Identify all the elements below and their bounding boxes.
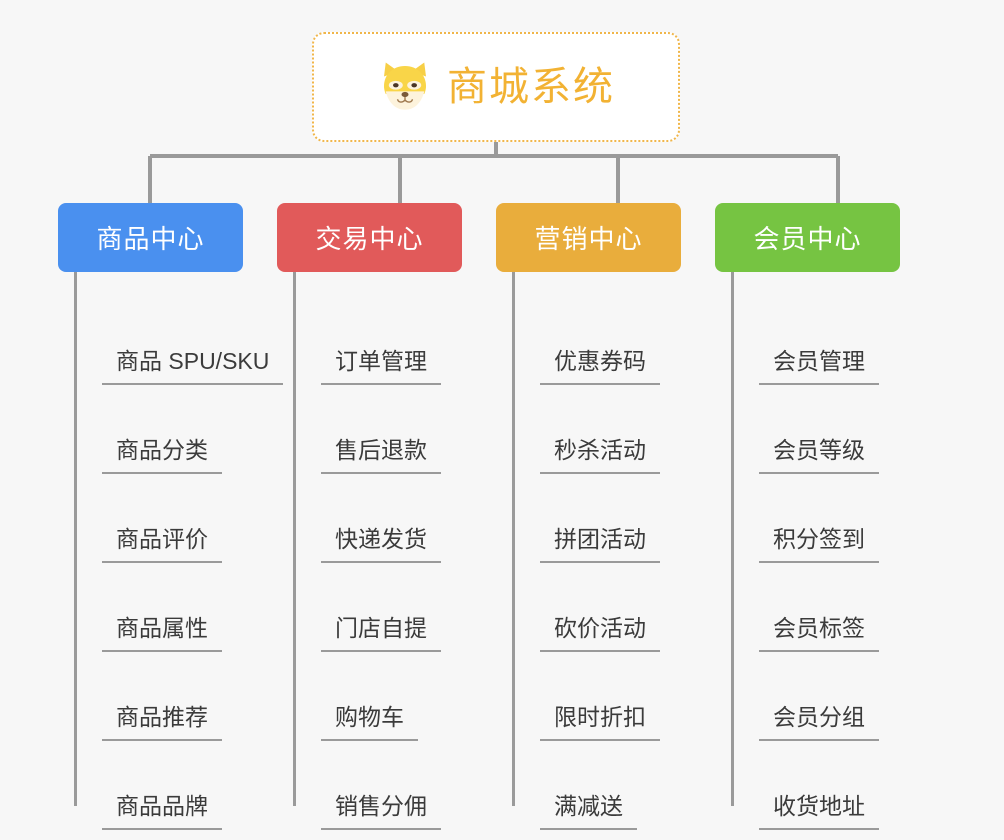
category-columns: 商品中心 商品 SPU/SKU 商品分类 商品评价 商品属性 商品推荐	[0, 203, 1004, 830]
column-spine	[74, 272, 77, 806]
category-items-1: 订单管理 售后退款 快递发货 门店自提 购物车 销售分佣	[277, 272, 496, 830]
list-item[interactable]: 购物车	[293, 652, 496, 741]
list-item[interactable]: 售后退款	[293, 385, 496, 474]
category-column-3: 会员中心 会员管理 会员等级 积分签到 会员标签 会员分组	[715, 203, 934, 830]
category-column-2: 营销中心 优惠券码 秒杀活动 拼团活动 砍价活动 限时折扣	[496, 203, 715, 830]
category-header-2[interactable]: 营销中心	[496, 203, 681, 272]
list-item-label: 销售分佣	[321, 793, 441, 830]
list-item-label: 会员管理	[759, 348, 879, 385]
list-item-label: 积分签到	[759, 526, 879, 563]
list-item-label: 砍价活动	[540, 615, 660, 652]
category-column-0: 商品中心 商品 SPU/SKU 商品分类 商品评价 商品属性 商品推荐	[58, 203, 284, 830]
list-item[interactable]: 砍价活动	[512, 563, 715, 652]
category-header-3[interactable]: 会员中心	[715, 203, 900, 272]
category-items-3: 会员管理 会员等级 积分签到 会员标签 会员分组 收货地址	[715, 272, 934, 830]
list-item-label: 商品评价	[102, 526, 222, 563]
root-node[interactable]: 商城系统	[312, 32, 680, 142]
list-item[interactable]: 商品 SPU/SKU	[74, 296, 284, 385]
list-item[interactable]: 会员等级	[731, 385, 934, 474]
list-item[interactable]: 商品分类	[74, 385, 277, 474]
list-item-label: 售后退款	[321, 437, 441, 474]
list-item[interactable]: 商品品牌	[74, 741, 277, 830]
list-item[interactable]: 会员分组	[731, 652, 934, 741]
list-item[interactable]: 优惠券码	[512, 296, 715, 385]
category-items-2: 优惠券码 秒杀活动 拼团活动 砍价活动 限时折扣 满减送	[496, 272, 715, 830]
list-item-label: 门店自提	[321, 615, 441, 652]
category-header-label: 商品中心	[96, 224, 205, 254]
list-item-label: 商品推荐	[102, 704, 222, 741]
list-item-label: 订单管理	[321, 348, 441, 385]
list-item[interactable]: 会员标签	[731, 563, 934, 652]
category-header-label: 营销中心	[534, 224, 643, 254]
list-item-label: 收货地址	[759, 793, 879, 830]
list-item-label: 商品品牌	[102, 793, 222, 830]
category-items-0: 商品 SPU/SKU 商品分类 商品评价 商品属性 商品推荐 商品品牌	[58, 272, 284, 830]
column-spine	[293, 272, 296, 806]
list-item[interactable]: 拼团活动	[512, 474, 715, 563]
list-item-label: 购物车	[321, 704, 418, 741]
list-item-label: 会员标签	[759, 615, 879, 652]
list-item[interactable]: 商品属性	[74, 563, 277, 652]
list-item[interactable]: 销售分佣	[293, 741, 496, 830]
shiba-dog-icon	[384, 62, 426, 110]
list-item-label: 快递发货	[321, 526, 441, 563]
list-item[interactable]: 收货地址	[731, 741, 934, 830]
list-item[interactable]: 订单管理	[293, 296, 496, 385]
category-column-1: 交易中心 订单管理 售后退款 快递发货 门店自提 购物车	[277, 203, 496, 830]
list-item-label: 商品属性	[102, 615, 222, 652]
column-spine	[731, 272, 734, 806]
list-item-label: 秒杀活动	[540, 437, 660, 474]
list-item[interactable]: 商品评价	[74, 474, 277, 563]
root-title: 商城系统	[447, 65, 615, 109]
category-header-1[interactable]: 交易中心	[277, 203, 462, 272]
list-item-label: 满减送	[540, 793, 637, 830]
list-item-label: 优惠券码	[540, 348, 660, 385]
list-item-label: 商品 SPU/SKU	[102, 348, 284, 385]
list-item-label: 会员分组	[759, 704, 879, 741]
list-item-label: 会员等级	[759, 437, 879, 474]
column-spine	[512, 272, 515, 806]
list-item-label: 拼团活动	[540, 526, 660, 563]
list-item-label: 商品分类	[102, 437, 222, 474]
list-item[interactable]: 会员管理	[731, 296, 934, 385]
list-item[interactable]: 商品推荐	[74, 652, 277, 741]
list-item[interactable]: 门店自提	[293, 563, 496, 652]
list-item[interactable]: 积分签到	[731, 474, 934, 563]
list-item[interactable]: 限时折扣	[512, 652, 715, 741]
list-item[interactable]: 秒杀活动	[512, 385, 715, 474]
list-item[interactable]: 满减送	[512, 741, 715, 830]
list-item-label: 限时折扣	[540, 704, 660, 741]
category-header-label: 交易中心	[315, 224, 424, 254]
category-header-0[interactable]: 商品中心	[58, 203, 243, 272]
list-item[interactable]: 快递发货	[293, 474, 496, 563]
category-header-label: 会员中心	[753, 224, 862, 254]
